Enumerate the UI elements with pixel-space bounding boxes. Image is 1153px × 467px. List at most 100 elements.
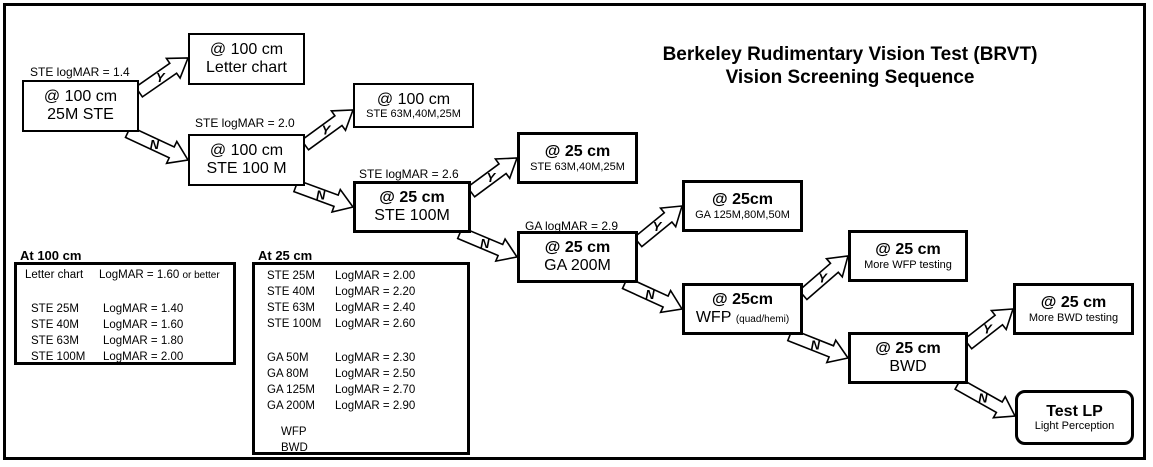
arrow-no-5-label: N	[811, 338, 821, 353]
arrow-yes-5-label: Y	[818, 271, 828, 286]
box-line-1: @ 100 cm	[209, 41, 284, 59]
table-row-name: STE 63M	[267, 302, 315, 314]
table-row: Letter chart	[25, 269, 83, 281]
box-line-2: More WFP testing	[864, 258, 952, 271]
table-row-value: LogMAR = 1.60 or better	[99, 269, 220, 281]
wfp-label: WFP	[695, 309, 732, 326]
outer-frame	[3, 3, 1146, 460]
box-100cm-25m-ste: @ 100 cm 25M STE	[22, 80, 139, 132]
threshold-label-2: STE logMAR = 2.0	[195, 116, 295, 130]
table-row-value: LogMAR = 2.30	[335, 352, 416, 364]
arrow-no-6-label: N	[978, 391, 988, 406]
threshold-label-1: STE logMAR = 1.4	[30, 65, 130, 79]
table-row-name: STE 63M	[31, 335, 79, 347]
box-25cm-more-bwd: @ 25 cm More BWD testing	[1013, 283, 1134, 335]
table-row-value: LogMAR = 1.40	[103, 303, 184, 315]
table-row-value: LogMAR = 2.70	[335, 384, 416, 396]
table-25cm-heading: At 25 cm	[258, 248, 313, 263]
box-25cm-ga-small: @ 25cm GA 125M,80M,50M	[682, 180, 803, 232]
title-line-2: Vision Screening Sequence	[725, 66, 975, 88]
box-100cm-ste-small: @ 100 cm STE 63M,40M,25M	[353, 83, 474, 128]
box-line-2: STE 100 M	[206, 160, 287, 177]
box-line-2: GA 125M,80M,50M	[695, 208, 790, 221]
box-line-1: Test LP	[1046, 402, 1103, 420]
box-test-lp: Test LP Light Perception	[1015, 390, 1134, 445]
table-row-name: STE 40M	[31, 319, 79, 331]
table-row-name: STE 40M	[267, 286, 315, 298]
box-line-1: @ 25cm	[712, 291, 773, 309]
table-row-name: GA 50M	[267, 352, 309, 364]
box-line-2: STE 63M,40M,25M	[366, 108, 461, 121]
box-line-1: @ 25 cm	[875, 340, 941, 358]
box-line-2: GA 200M	[544, 257, 611, 274]
box-line-2: Letter chart	[206, 59, 287, 76]
table-row-value: LogMAR = 2.00	[335, 270, 416, 282]
table-row-name: STE 100M	[31, 351, 86, 363]
box-line-1: @ 25 cm	[1040, 294, 1107, 312]
box-25cm-bwd: @ 25 cm BWD	[848, 332, 968, 384]
table-row-value: LogMAR = 2.00	[103, 351, 184, 363]
wfp-note: (quad/hemi)	[735, 314, 790, 325]
box-25cm-more-wfp: @ 25 cm More WFP testing	[848, 230, 968, 282]
box-25cm-ste-small: @ 25 cm STE 63M,40M,25M	[517, 132, 638, 184]
table-100cm: Letter chart LogMAR = 1.60 or better STE…	[14, 262, 236, 365]
box-line-2: Light Perception	[1034, 420, 1115, 433]
box-line-2: STE 100M	[374, 207, 450, 224]
table-row-value: LogMAR = 2.90	[335, 400, 416, 412]
row-name: Letter chart	[25, 269, 84, 281]
table-row-name: STE 100M	[267, 318, 322, 330]
table-100cm-heading: At 100 cm	[20, 248, 82, 263]
box-100cm-ste-100m: @ 100 cm STE 100 M	[188, 134, 305, 186]
threshold-label-4: GA logMAR = 2.9	[525, 219, 619, 233]
arrow-no-1-label: N	[150, 137, 160, 152]
arrow-yes-3-label: Y	[486, 170, 496, 185]
table-row-name: STE 25M	[267, 270, 315, 282]
box-line-1: @ 100 cm	[43, 88, 118, 106]
box-line-1: @ 100 cm	[376, 90, 451, 108]
box-25cm-ga-200m: @ 25 cm GA 200M	[517, 231, 638, 283]
arrow-yes-3	[466, 157, 519, 198]
box-line-1: @ 25 cm	[544, 239, 611, 257]
box-25cm-wfp: @ 25cm WFP (quad/hemi)	[682, 283, 803, 335]
box-line-1: @ 25 cm	[379, 189, 445, 207]
arrow-yes-1	[134, 57, 190, 99]
table-row-name: GA 80M	[267, 368, 309, 380]
arrow-yes-6	[963, 308, 1015, 350]
table-row-value: LogMAR = 2.60	[335, 318, 416, 330]
table-row-value: LogMAR = 1.60	[103, 319, 184, 331]
diagram-title: Berkeley Rudimentary Vision Test (BRVT) …	[640, 44, 1060, 90]
box-line-2: WFP (quad/hemi)	[696, 309, 789, 327]
arrow-yes-4	[633, 205, 684, 248]
arrow-yes-6-label: Y	[983, 322, 993, 337]
arrow-yes-5	[797, 255, 850, 301]
table-row-value: LogMAR = 2.40	[335, 302, 416, 314]
box-line-1: @ 100 cm	[209, 142, 284, 160]
arrow-no-2-label: N	[316, 188, 326, 203]
table-row-value: LogMAR = 2.50	[335, 368, 416, 380]
box-25cm-ste-100m: @ 25 cm STE 100M	[353, 181, 471, 233]
table-row-name: BWD	[281, 442, 308, 454]
threshold-label-3: STE logMAR = 2.6	[359, 167, 459, 181]
table-row-name: GA 125M	[267, 384, 315, 396]
table-row-name: WFP	[281, 426, 307, 438]
arrow-yes-1-label: Y	[156, 70, 166, 85]
arrow-yes-2	[300, 109, 355, 151]
box-line-2: STE 63M,40M,25M	[530, 160, 625, 173]
row-note: or better	[182, 270, 220, 281]
table-row-value: LogMAR = 2.20	[335, 286, 416, 298]
table-row-name: STE 25M	[31, 303, 79, 315]
row-value: LogMAR = 1.60	[99, 269, 180, 281]
arrow-no-4-label: N	[645, 287, 655, 302]
box-line-1: @ 25 cm	[544, 143, 611, 161]
arrow-no-3-label: N	[480, 236, 490, 251]
box-line-2: More BWD testing	[1028, 311, 1119, 324]
box-line-2: BWD	[889, 358, 927, 375]
table-row-value: LogMAR = 1.80	[103, 335, 184, 347]
table-row-name: GA 200M	[267, 400, 315, 412]
arrow-yes-4-label: Y	[653, 219, 663, 234]
arrow-yes-2-label: Y	[321, 122, 331, 137]
box-line-1: @ 25cm	[712, 191, 773, 209]
box-line-2: 25M STE	[47, 106, 114, 123]
title-line-1: Berkeley Rudimentary Vision Test (BRVT)	[662, 44, 1038, 65]
